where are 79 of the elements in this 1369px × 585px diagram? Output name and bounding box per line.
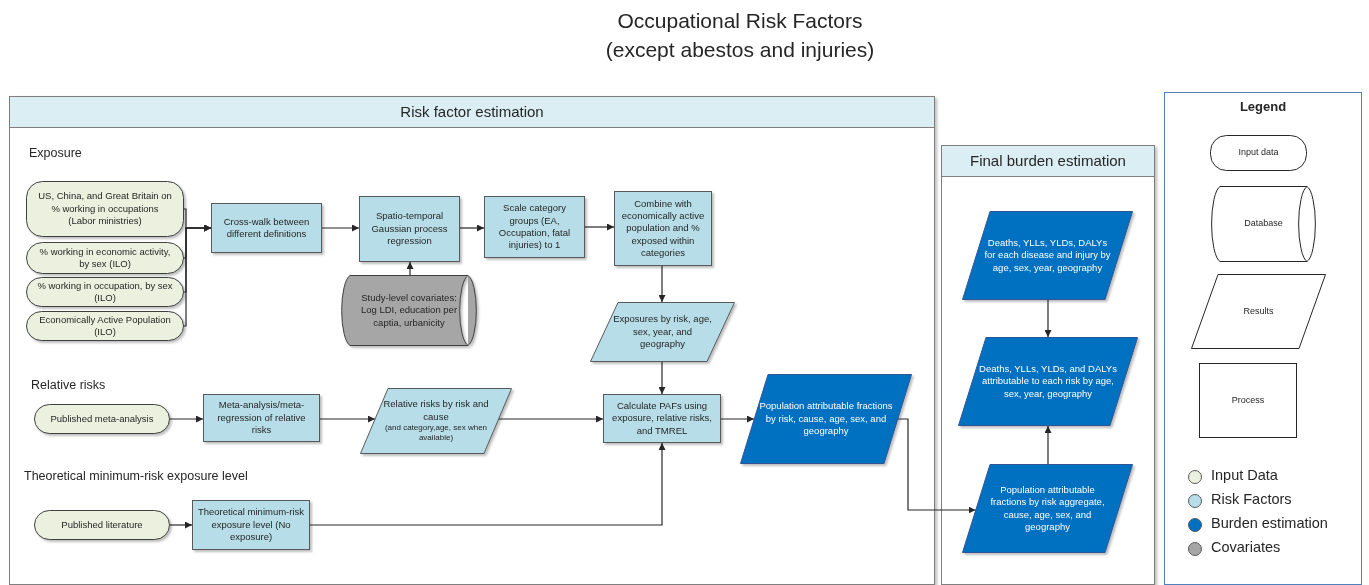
- node-text: Published literature: [61, 518, 143, 532]
- arrow: [319, 415, 376, 423]
- arrow: [406, 261, 414, 276]
- arrow: [897, 418, 977, 514]
- arrow: [459, 224, 485, 232]
- data-parallelogram: [590, 302, 735, 362]
- database-cylinder: [340, 275, 478, 346]
- legend-label: Burden estimation: [1211, 515, 1328, 531]
- legend-title: Legend: [1238, 97, 1288, 116]
- section-panel: [9, 96, 935, 585]
- process-box: [203, 394, 320, 442]
- node-text: Relative risks by risk and cause: [382, 398, 490, 423]
- process-box: [211, 203, 322, 253]
- section-panel: [941, 145, 1155, 585]
- arrow: [183, 224, 212, 327]
- terminator-shape: [34, 404, 170, 434]
- node-text: % working in occupation, by sex (ILO): [37, 279, 173, 305]
- node-text: Spatio-temporal Gaussian process regression: [370, 210, 449, 248]
- legend-label: Covariates: [1211, 539, 1281, 555]
- arrow: [169, 521, 193, 529]
- arrow: [1044, 299, 1052, 338]
- arrow: [1044, 425, 1052, 465]
- database-cylinder: [1210, 186, 1317, 262]
- section-label: Exposure: [29, 146, 82, 160]
- terminator-shape: [26, 242, 184, 274]
- node-text: Meta-analysis/meta-regression of relative risks: [216, 399, 307, 437]
- section-label: Theoretical minimum-risk exposure level: [24, 469, 248, 483]
- panel-header: Risk factor estimation: [10, 97, 934, 128]
- terminator-shape: [26, 277, 184, 307]
- terminator-shape: [26, 181, 184, 237]
- section-label: Relative risks: [31, 378, 106, 392]
- data-parallelogram: [962, 211, 1133, 300]
- arrow: [169, 415, 204, 423]
- arrow: [321, 224, 360, 232]
- legend-label: Input Data: [1211, 467, 1278, 483]
- terminator-shape: [34, 510, 170, 540]
- process-box: [484, 196, 585, 258]
- arrow: [720, 415, 755, 423]
- data-parallelogram: [962, 464, 1133, 553]
- node-text: Study-level covariates: Log LDI, education per captia, urbanicity: [359, 292, 459, 329]
- node-text: Published meta-analysis: [50, 412, 154, 426]
- terminator-shape: [1210, 135, 1307, 171]
- node-text: Theoretical minimum-risk exposure level (No exposure): [197, 506, 305, 544]
- node-text: Process: [1231, 394, 1265, 407]
- process-box: [1199, 363, 1297, 438]
- data-parallelogram: [1191, 274, 1326, 349]
- arrow: [498, 415, 604, 423]
- node-text: Combine with economically active population and % exposed within categories: [620, 197, 706, 260]
- node-text: Results: [1243, 305, 1274, 318]
- node-text: Economically Active Population (ILO): [38, 313, 172, 339]
- node-text: % working in economic activity, by sex (ILO): [38, 245, 172, 271]
- arrow: [584, 223, 615, 231]
- process-box: [359, 196, 460, 262]
- node-text: Exposures by risk, age, sex, year, and geography: [612, 313, 713, 351]
- arrow: [658, 361, 666, 395]
- node-text: US, China, and Great Britain on % working in occupations (Labor ministries): [37, 190, 173, 228]
- terminator-shape: [26, 311, 184, 341]
- node-text: Deaths, YLLs, YLDs, and DALYs attributable to each risk by age, sex, year, geography: [978, 363, 1118, 400]
- diagram-title: Occupational Risk Factors (except abestos and injuries): [604, 8, 876, 64]
- node-note: (and category,age, sex when available): [383, 422, 489, 444]
- node-text: Calculate PAFs using exposure, relative risks, and TMREL: [611, 400, 713, 437]
- node-text: Deaths, YLLs, YLDs, DALYs for each disease and injury by age, sex, year, geography: [983, 237, 1112, 274]
- data-parallelogram: [740, 374, 912, 464]
- legend-label: Risk Factors: [1211, 491, 1292, 507]
- data-parallelogram: [360, 388, 512, 454]
- arrow: [309, 442, 666, 526]
- node-text: Scale category groups (EA, Occupation, fatal injuries) to 1: [497, 202, 572, 252]
- arrow: [658, 265, 666, 303]
- data-parallelogram: [958, 337, 1138, 426]
- process-box: [614, 191, 712, 266]
- legend-panel: [1164, 92, 1362, 585]
- node-text: Population attributable fractions by risk, cause, age, sex, and geography: [759, 400, 893, 438]
- node-text: Cross-walk between different definitions: [222, 215, 311, 241]
- panel-header: Final burden estimation: [942, 146, 1154, 177]
- node-text: Population attributable fractions by risk aggregate, cause, age, sex, and geography: [989, 483, 1106, 534]
- node-text: Input data: [1238, 147, 1279, 159]
- process-box: [603, 394, 721, 443]
- node-text: Database: [1244, 218, 1283, 230]
- process-box: [192, 500, 310, 550]
